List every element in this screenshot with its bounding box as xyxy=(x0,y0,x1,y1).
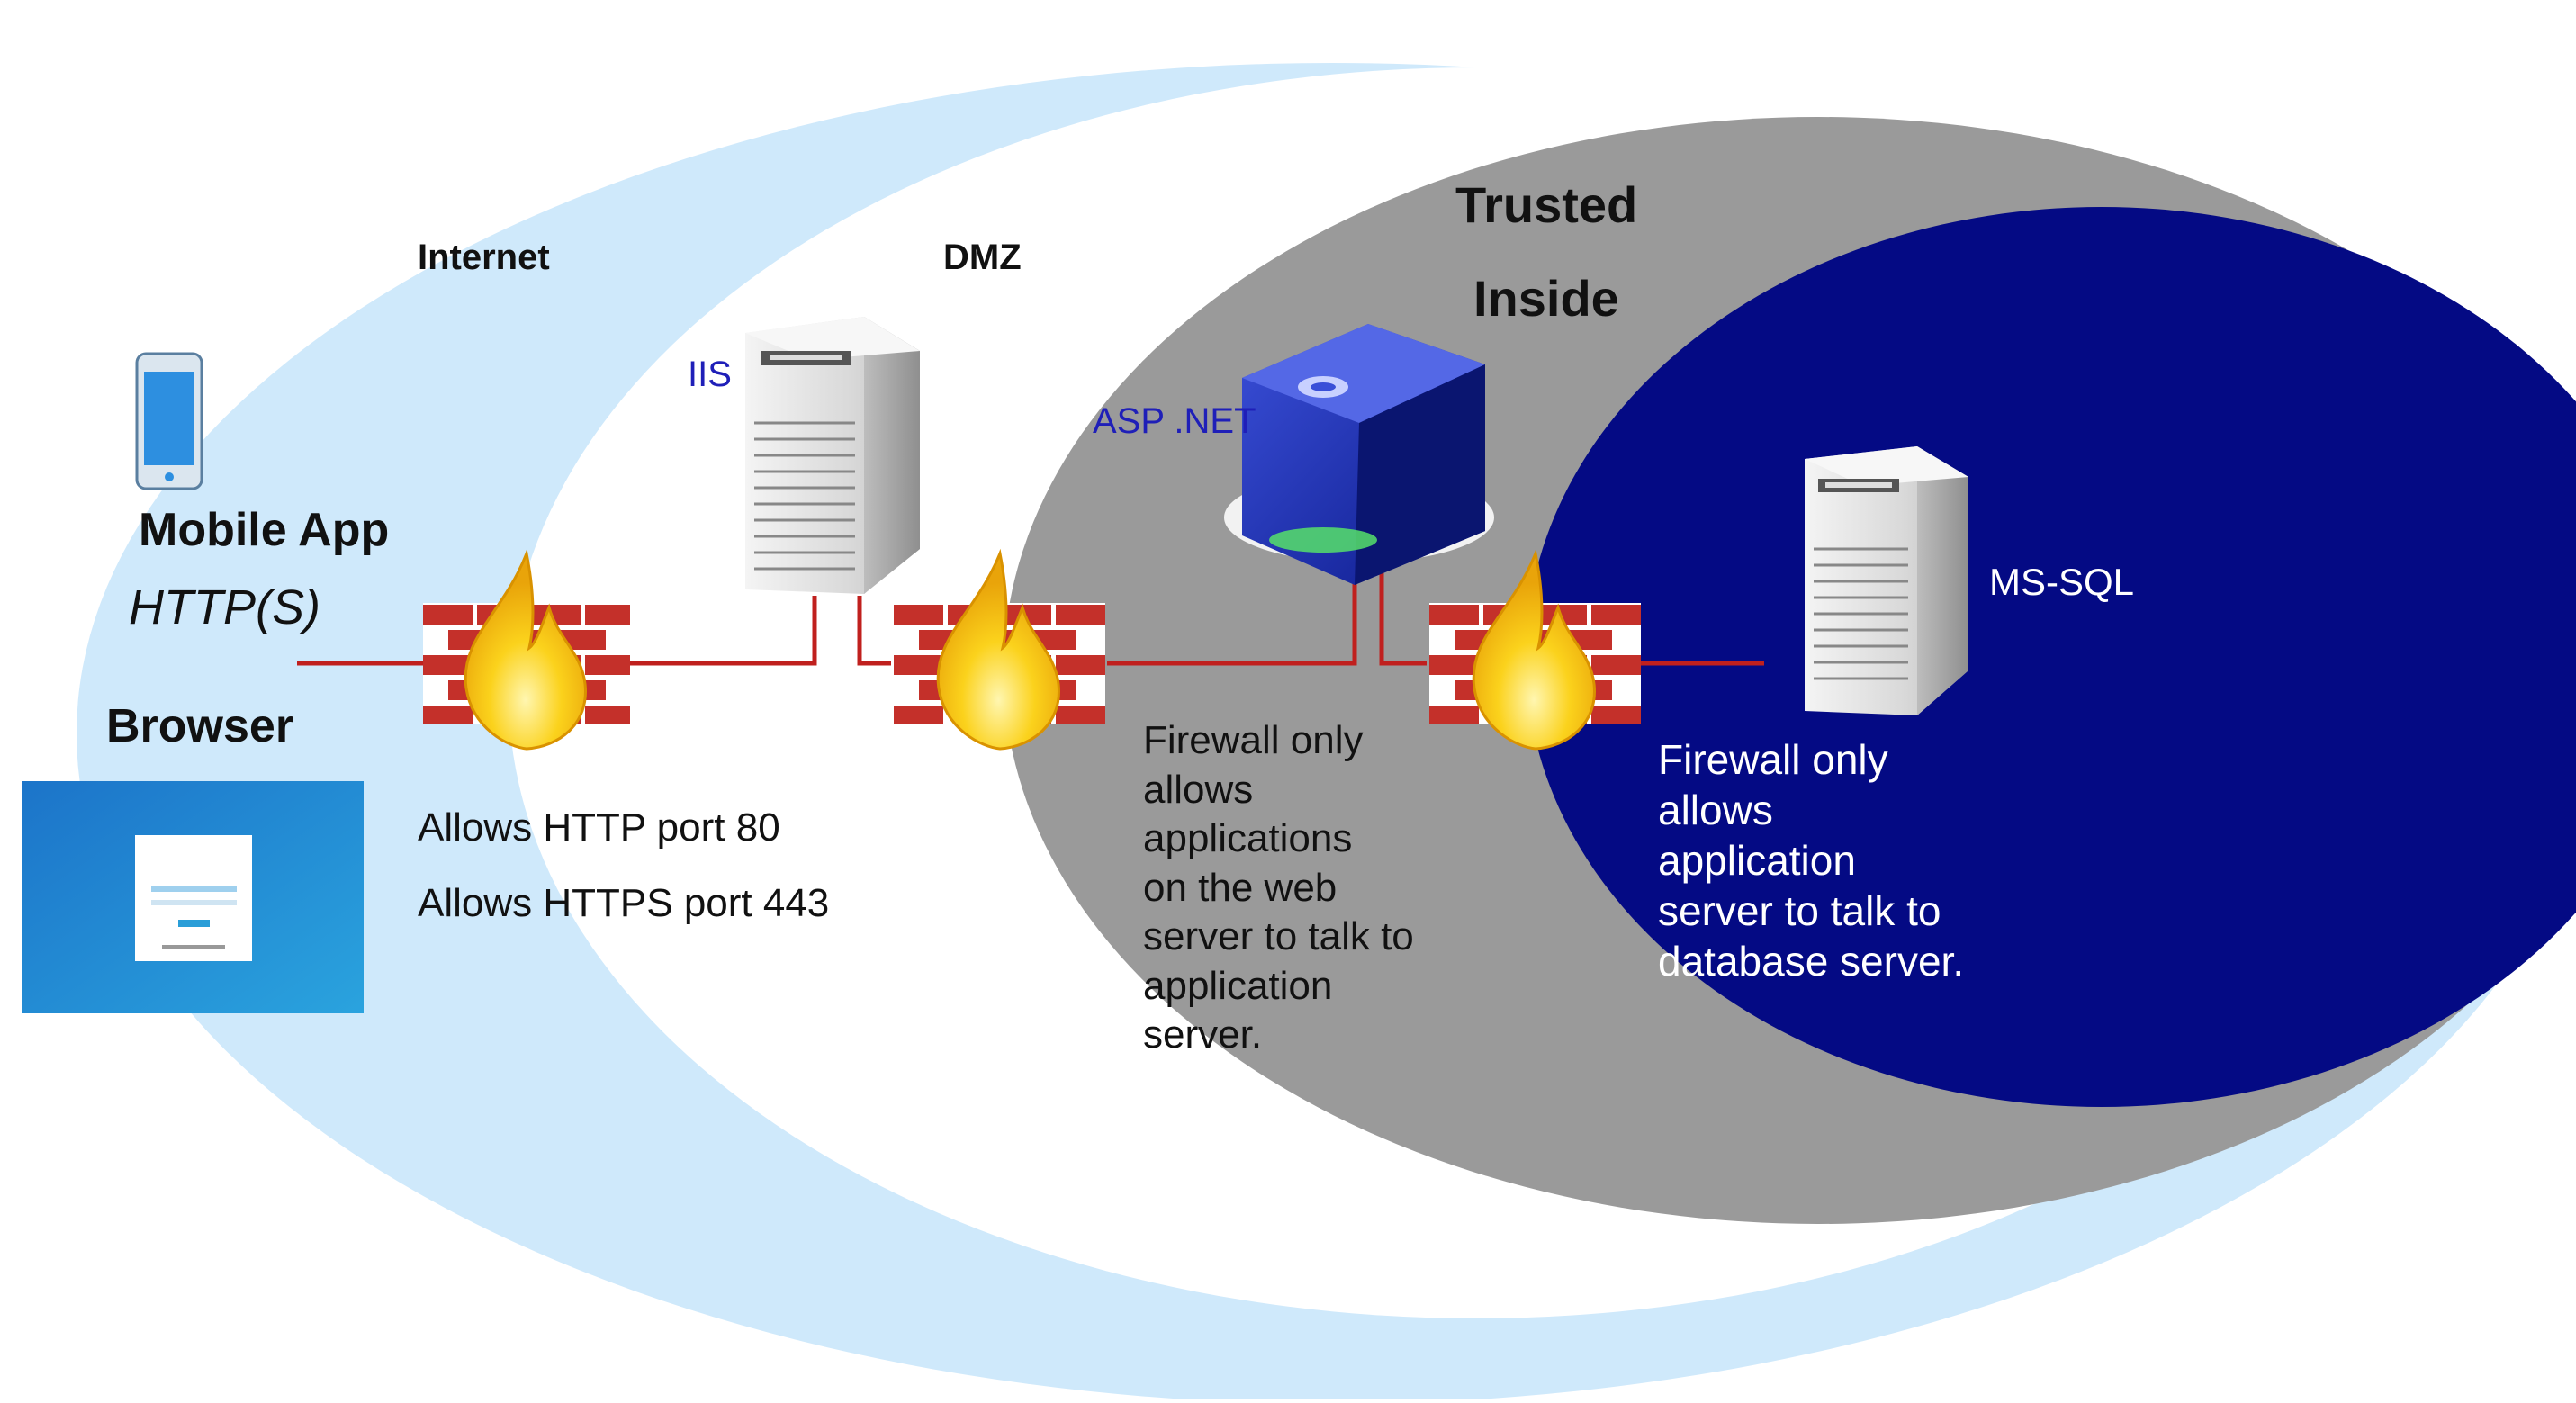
note-line: on the web xyxy=(1143,865,1338,910)
internet-zone-label: Internet xyxy=(418,238,550,277)
inside-zone-label: Inside xyxy=(1473,270,1619,327)
asp-net-label: ASP .NET xyxy=(1093,401,1256,441)
dmz-zone-label: DMZ xyxy=(943,238,1022,277)
application-server-icon xyxy=(1224,324,1494,585)
dmz-firewall-note: Firewall only allows applications on the… xyxy=(1143,716,1414,1060)
note-line: applications xyxy=(1143,816,1353,861)
note-line: server. xyxy=(1143,1012,1263,1057)
firewall-icon xyxy=(423,548,630,751)
note-line: server to talk to xyxy=(1143,914,1414,959)
note-line: application xyxy=(1143,963,1333,1008)
firewall-icon xyxy=(894,548,1105,751)
web-server-icon xyxy=(745,317,920,594)
database-server-icon xyxy=(1805,446,1968,715)
mobile-app-label: Mobile App xyxy=(139,504,390,556)
note-line: allows xyxy=(1143,767,1254,812)
trusted-zone-label: Trusted xyxy=(1455,176,1638,233)
connection-lines xyxy=(297,569,1764,666)
browser-screenshot-icon xyxy=(22,781,364,1013)
protocol-label: HTTP(S) xyxy=(129,580,320,634)
inside-firewall-note: Firewall only allows application server … xyxy=(1658,734,1964,987)
internet-firewall-note: Allows HTTP port 80 Allows HTTPS port 44… xyxy=(418,790,829,940)
inside-zone xyxy=(1526,207,2576,1107)
iis-label: IIS xyxy=(688,355,732,394)
firewall-icon xyxy=(1429,548,1641,751)
ms-sql-label: MS-SQL xyxy=(1989,561,2135,603)
note-line: server to talk to xyxy=(1658,887,1941,935)
note-line: Allows HTTPS port 443 xyxy=(418,880,830,925)
note-line: allows xyxy=(1658,787,1773,834)
note-line: Firewall only xyxy=(1658,736,1888,783)
browser-label: Browser xyxy=(106,700,294,752)
note-line: application xyxy=(1658,837,1856,885)
mobile-phone-icon xyxy=(135,352,203,490)
note-line: Allows HTTP port 80 xyxy=(418,805,780,850)
note-line: Firewall only xyxy=(1143,718,1364,762)
note-line: database server. xyxy=(1658,938,1965,985)
